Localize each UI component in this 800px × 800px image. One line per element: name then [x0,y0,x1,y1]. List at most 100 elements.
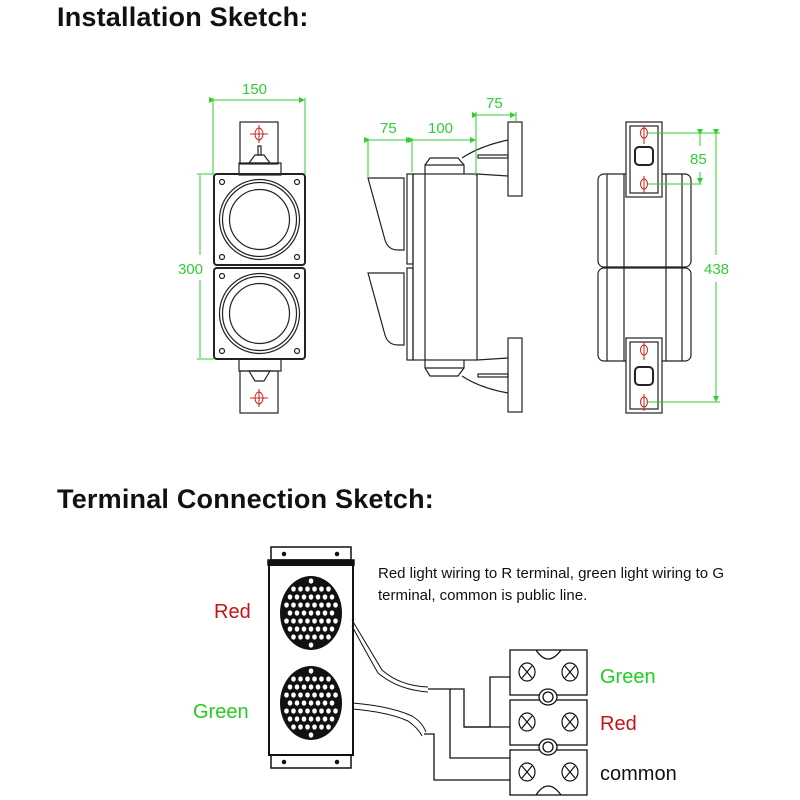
led-cell [329,684,335,690]
side-bottom-mount-plate [507,337,523,413]
side-view [367,121,523,413]
led-cell [305,676,310,682]
terminal-screws [518,662,579,782]
led-cell [315,626,321,632]
led-cell [301,594,307,600]
led-cell [329,700,335,706]
led-cell [333,708,338,714]
led-cell [312,634,317,640]
led-cell [301,700,307,706]
back-view [597,121,692,414]
led-cell [326,708,331,714]
led-cell [322,626,328,632]
led-cell [329,610,335,616]
led-cell [284,692,289,698]
led-cell [312,708,317,714]
led-cell [298,708,303,714]
led-cell [305,692,310,698]
led-cell [291,724,296,730]
led-cell [333,602,338,608]
led-cell [326,692,331,698]
lamp-label-red: Red [214,601,251,623]
led-cell [326,724,331,730]
screw-cross [521,765,533,779]
front-top-bracket [239,121,279,165]
led-cell [319,602,324,608]
dim-front-height: 300 [178,261,203,278]
led-cell [298,602,303,608]
led-cell [312,618,317,624]
led-cell [294,700,300,706]
side-top-mount-plate [507,121,523,197]
led-cell [291,618,296,624]
side-lower-visor [367,272,405,346]
led-cell [315,716,321,722]
led-cell [291,602,296,608]
led-cell [294,684,300,690]
led-cell [287,700,293,706]
led-cell [308,732,314,738]
wiring-instructions: Red light wiring to R terminal, green li… [378,565,724,604]
back-dimensions [646,129,720,403]
led-cell [301,716,307,722]
front-lower-module [213,267,306,360]
led-cell [287,610,293,616]
dim-back-total-height: 438 [704,261,729,278]
led-cell [319,724,324,730]
front-dimensions [197,97,306,360]
led-cell [301,626,307,632]
front-top-center-mark [250,125,268,143]
terminal-connection-sketch-title: Terminal Connection Sketch: [57,484,434,514]
wires [424,676,510,781]
side-upper-visor [367,177,405,251]
terminal-block-red [509,699,588,746]
led-cell [333,692,338,698]
led-cell [291,708,296,714]
lamp-label-green: Green [193,701,249,723]
screw-icon [561,712,579,732]
screw-cross [564,715,576,729]
led-cell [291,692,296,698]
cables [351,619,429,737]
terminal-blocks [509,649,588,796]
terminal-label-red: Red [600,713,637,735]
led-cell [312,602,317,608]
screw-cross [521,665,533,679]
side-body [412,173,478,361]
led-cell [305,724,310,730]
led-cell [322,700,328,706]
led-cell [312,586,317,592]
screw-cross [521,715,533,729]
front-upper-module [213,173,306,266]
terminal-signal-unit [267,546,355,769]
dim-side-visor: 75 [380,120,397,137]
led-cell [329,626,335,632]
led-cell [294,594,300,600]
led-cell [308,594,314,600]
led-cell [326,618,331,624]
led-cell [287,626,293,632]
screw-icon [518,662,536,682]
led-cell [315,684,321,690]
front-bottom-bracket [239,370,279,414]
led-cell [308,668,314,674]
led-cell [308,684,314,690]
led-cell [284,708,289,714]
led-cell [315,594,321,600]
led-cell [298,676,303,682]
led-cell [322,716,328,722]
dim-side-body: 100 [428,120,453,137]
led-cell [329,716,335,722]
front-view [213,121,306,414]
installation-sketch-title: Installation Sketch: [57,2,309,32]
led-cell [319,634,324,640]
led-cell [308,642,314,648]
led-cell [301,610,307,616]
led-cell [298,586,303,592]
led-cell [294,626,300,632]
led-cell [301,684,307,690]
led-cell [305,634,310,640]
screw-icon [518,762,536,782]
led-cell [308,716,314,722]
